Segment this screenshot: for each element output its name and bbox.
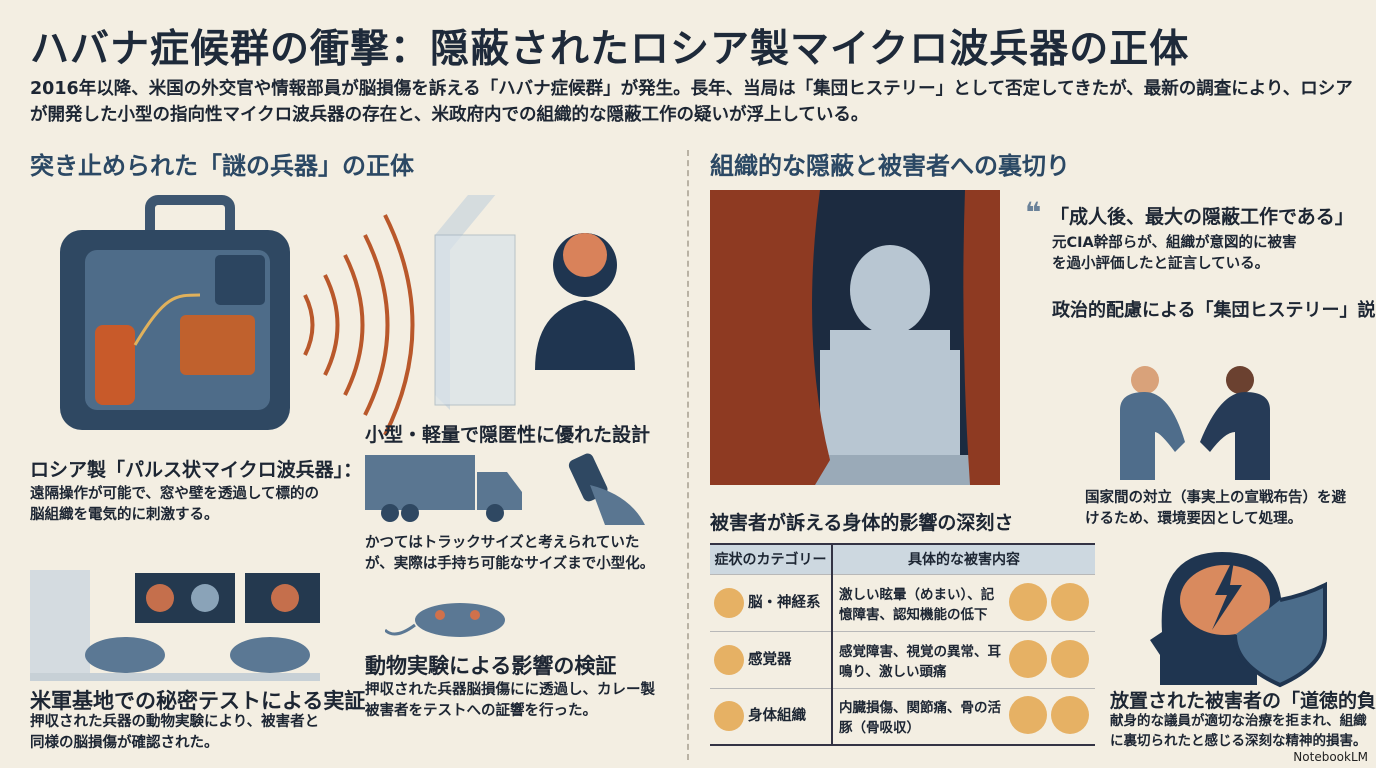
- handheld-device-icon: [568, 453, 645, 525]
- section-divider: [687, 150, 689, 760]
- curtain: [710, 190, 1000, 485]
- intro-text: 2016年以降、米国の外交官や情報部員が脳損傷を訴える「ハバナ症候群」が発生。長…: [30, 79, 1353, 125]
- microwave-waves: [303, 214, 415, 436]
- eye-icon: [714, 644, 744, 675]
- page-title: ハバナ症候群の衝撃：隠蔽されたロシア製マイクロ波兵器の正体: [30, 27, 1190, 72]
- body-icon: [714, 701, 744, 732]
- capitol-curtain-illustration: [710, 190, 1000, 485]
- moral-injury-body: 献身的な議員が適切な治療を拒まれ、組織に裏切られたと感じる深刻な精神的損害。: [1110, 713, 1367, 749]
- detail-text: 激しい眩暈（めまい）、記憶障害、認知機能の低下: [839, 586, 995, 623]
- quote-mark-icon: ❝: [1025, 196, 1042, 229]
- stomach-icon: [1009, 696, 1047, 735]
- detail-text: 感覚障害、視覚の異常、耳鳴り、激しい頭痛: [839, 643, 1001, 680]
- design-body: かつてはトラックサイズと考えられていたが、実際は手持ち可能なサイズまで小型化。: [365, 535, 655, 572]
- weapon-title: ロシア製「パルス状マイクロ波兵器」：: [30, 459, 363, 481]
- weapon-body: 遠隔操作が可能で、窓や壁を透過して標的の脳組織を電気的に刺激する。: [30, 486, 319, 523]
- injured-head-illustration: [1150, 552, 1327, 688]
- table-header: 具体的な被害内容: [832, 544, 1095, 574]
- table-row: 感覚器 感覚障害、視覚の異常、耳鳴り、激しい頭痛: [710, 630, 1095, 688]
- quote-body: 元CIA幹部らが、組織が意図的に被害を過小評価したと証言している。: [1052, 235, 1297, 272]
- category-label: 身体組織: [748, 708, 806, 725]
- left-section-heading: 突き止められた「謎の兵器」の正体: [30, 152, 414, 180]
- quote-text: 「成人後、最大の隠蔽工作である」: [1050, 206, 1354, 228]
- notebooklm-badge: NotebookLM: [1293, 750, 1368, 764]
- headache-icon: [1051, 639, 1089, 678]
- moral-injury-title: 放置された被害者の「道徳的負傷」: [1110, 690, 1376, 712]
- symptom-table: 症状のカテゴリー 具体的な被害内容 脳・神経系 激しい眩暈（めまい）、記憶障害、…: [710, 543, 1095, 746]
- capitol-building-icon: [810, 245, 970, 485]
- right-section-heading: 組織的な隠蔽と被害者への裏切り: [710, 152, 1070, 180]
- base-test-title: 米軍基地での秘密テストによる実証: [30, 689, 366, 713]
- animal-test-title: 動物実験による影響の検証: [365, 654, 617, 678]
- table-row: 脳・神経系 激しい眩暈（めまい）、記憶障害、認知機能の低下: [710, 573, 1095, 631]
- dizziness-icon: [1009, 582, 1047, 621]
- design-title: 小型・軽量で隠匿性に優れた設計: [365, 424, 651, 446]
- symptom-table-title: 被害者が訴える身体的影響の深刻さ: [710, 512, 1014, 534]
- lightning-icon: [1212, 555, 1242, 630]
- table-header: 症状のカテゴリー: [710, 544, 833, 574]
- detail-text: 内臓損傷、関節痛、骨の活豚（骨吸収）: [839, 700, 1001, 737]
- category-label: 感覚器: [748, 651, 792, 668]
- head-silhouette-icon: [535, 233, 635, 370]
- rat-icon: [85, 637, 165, 673]
- category-label: 脳・神経系: [748, 594, 821, 611]
- knee-joint-icon: [1051, 696, 1089, 735]
- head-brain-icon: [1051, 582, 1089, 621]
- shield-icon: [1233, 581, 1327, 688]
- animal-test-body: 押収された兵器脳損傷にに透過し、カレー製被害者をテストへの証響を行った。: [365, 682, 655, 719]
- table-row: 身体組織 内臓損傷、関節痛、骨の活豚（骨吸収）: [710, 687, 1095, 745]
- truck-and-device-illustration: [365, 453, 645, 525]
- lab-test-illustration: [30, 570, 320, 681]
- rat-icon: [230, 637, 310, 673]
- handshake-illustration: [1120, 366, 1270, 480]
- table-header-row: 症状のカテゴリー 具体的な被害内容: [710, 544, 1095, 574]
- brain-icon: [714, 587, 744, 618]
- briefcase-icon: [60, 195, 290, 430]
- rat-icon: [385, 603, 505, 637]
- weapon-illustration: [60, 195, 635, 436]
- truck-icon: [365, 455, 522, 522]
- speaker-icon: [1009, 639, 1047, 678]
- hysteria-title: 政治的配慮による「集団ヒステリー」説: [1052, 300, 1376, 321]
- glass-wall-icon: [434, 195, 516, 410]
- hysteria-body: 国家間の対立（事実上の宣戦布告）を避けるため、環境要因として処理。: [1085, 490, 1346, 527]
- base-test-body: 押収された兵器の動物実験により、被害者と同様の脳損傷が確認された。: [30, 714, 320, 751]
